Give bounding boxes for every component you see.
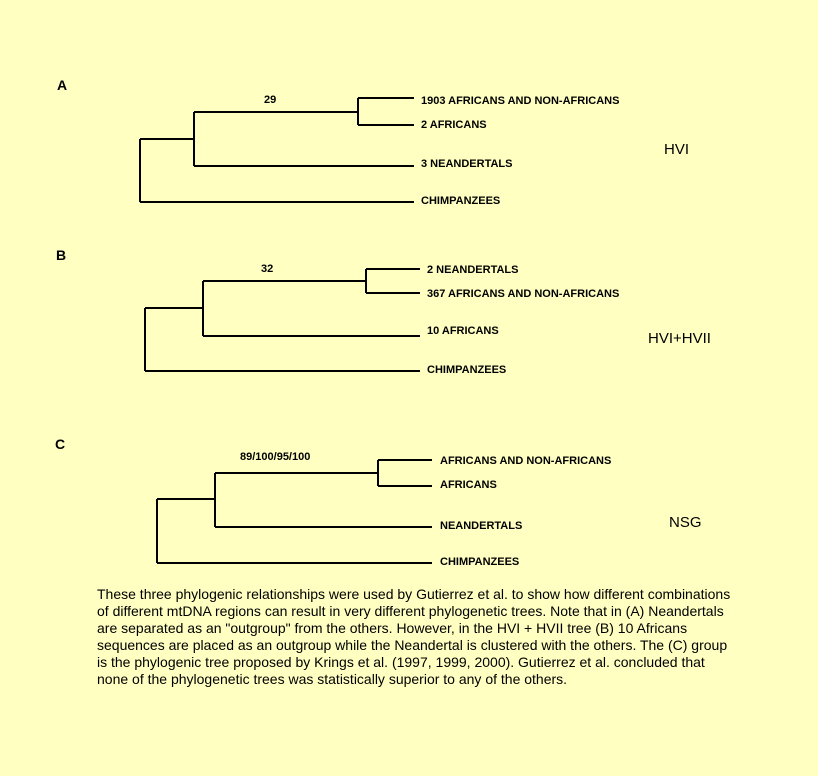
panel-b-leaf-1: 2 NEANDERTALS	[427, 264, 519, 276]
panel-a-region-label: HVI	[664, 141, 690, 158]
panel-b-label: B	[56, 247, 67, 263]
panel-b-leaf-2: 367 AFRICANS AND NON-AFRICANS	[427, 288, 620, 300]
panel-a-leaf-3: 3 NEANDERTALS	[421, 158, 513, 170]
panel-b-leaf-3: 10 AFRICANS	[427, 325, 499, 337]
panel-c-label: C	[55, 436, 66, 452]
panel-a-leaf-4: CHIMPANZEES	[421, 195, 501, 207]
panel-c-support-value: 89/100/95/100	[240, 451, 311, 463]
panel-c-leaf-1: AFRICANS AND NON-AFRICANS	[440, 455, 612, 467]
tree-a-branches	[139, 97, 414, 203]
panel-b-support-value: 32	[261, 263, 274, 275]
panel-b-leaf-4: CHIMPANZEES	[427, 364, 507, 376]
panel-c-leaf-2: AFRICANS	[440, 479, 497, 491]
panel-a-label: A	[57, 77, 68, 93]
panel-a-leaf-2: 2 AFRICANS	[421, 119, 487, 131]
panel-a-leaf-1: 1903 AFRICANS AND NON-AFRICANS	[421, 95, 620, 107]
panel-c-leaf-3: NEANDERTALS	[440, 520, 523, 532]
tree-b-branches	[144, 268, 420, 372]
tree-c-branches	[156, 459, 432, 564]
panel-b-region-label: HVI+HVII	[648, 330, 711, 347]
panel-a-support-value: 29	[264, 94, 277, 106]
panel-c-leaf-4: CHIMPANZEES	[440, 556, 520, 568]
panel-c-region-label: NSG	[669, 514, 702, 531]
figure-caption: These three phylogenic relationships wer…	[97, 586, 731, 687]
